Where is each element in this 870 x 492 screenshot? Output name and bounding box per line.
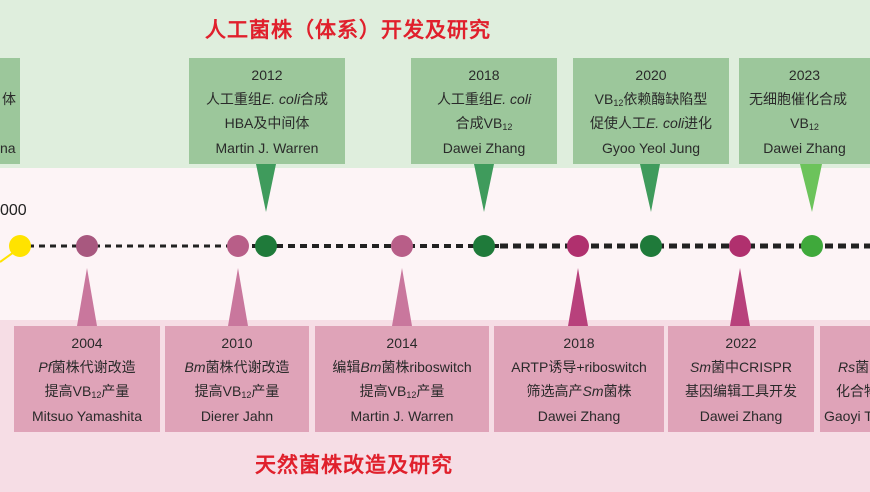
event-box-2014-natural: 2014 编辑Bm菌株riboswitch 提高VB12产量 Martin J.… [315,326,489,432]
event-box-2010-natural: 2010 Bm菌株代谢改造 提高VB12产量 Dierer Jahn [165,326,309,432]
event-author: Dawei Zhang [699,408,783,424]
event-year: 2004 [71,335,103,351]
event-box-2023-artificial: 2023 无细胞催化合成 VB12 Dawei Zhang [739,58,870,164]
event-box-2004-natural: 2004 Pf菌株代谢改造 提高VB12产量 Mitsuo Yamashita [14,326,160,432]
pointer-2023-artificial [800,164,822,212]
event-box-2018-natural: 2018 ARTP诱导+riboswitch 筛选高产Sm菌株 Dawei Zh… [494,326,664,432]
event-author: Dawei Zhang [537,408,621,424]
event-desc-1: 人工重组E. coli [436,91,532,107]
event-box-2018-artificial: 2018 人工重组E. coli 合成VB12 Dawei Zhang [411,58,557,164]
event-box-2020-artificial: 2020 VB12依赖酶缺陷型 促使人工E. coli进化 Gyoo Yeol … [573,58,729,164]
event-year: 2012 [251,67,283,83]
dot-2020 [640,235,662,257]
event-author: Dawei Zhang [763,140,846,156]
event-desc-1: 人工重组E. coli合成 [205,91,329,107]
event-desc-2: 筛选高产Sm菌株 [526,383,632,399]
event-author: Dawei Zhang [442,140,526,156]
event-author: Martin J. Warren [215,140,319,156]
event-year: 2022 [725,335,757,351]
event-desc-2: 提高VB12产量 [194,383,280,400]
pointer-2004-natural [77,268,97,326]
pointer-2014-natural [392,268,412,326]
start-connector [0,251,15,263]
dot-2004 [76,235,98,257]
event-desc-2: 提高VB12产量 [359,383,445,400]
event-desc-1: Pf菌株代谢改造 [38,359,136,375]
event-desc-2: 基因编辑工具开发 [685,383,797,399]
cut-right-text-3: Gaoyi T [824,408,870,424]
event-year: 2010 [221,335,253,351]
event-year: 2018 [563,335,595,351]
event-desc-2: 提高VB12产量 [44,383,130,400]
cut-left-text-1: 体 [2,91,16,107]
event-desc-1: Bm菌株代谢改造 [184,359,290,375]
pointer-2018-artificial [474,164,494,212]
event-author: Martin J. Warren [350,408,454,424]
event-desc-1: VB12依赖酶缺陷型 [594,91,708,108]
pointer-2022-natural [730,268,750,326]
event-desc-2: HBA及中间体 [224,115,310,131]
artificial-section-title: 人工菌株（体系）开发及研究 [205,19,491,42]
event-box-2022-natural: 2022 Sm菌中CRISPR 基因编辑工具开发 Dawei Zhang [668,326,814,432]
dot-2018-artificial [473,235,495,257]
dot-2018-natural [567,235,589,257]
event-desc-1: ARTP诱导+riboswitch [511,359,647,375]
pointer-2018-natural [568,268,588,326]
event-year: 2018 [468,67,500,83]
event-desc-1: 编辑Bm菌株riboswitch [332,359,472,375]
pointer-2010-natural [228,268,248,326]
event-box-2012-artificial: 2012 人工重组E. coli合成 HBA及中间体 Martin J. War… [189,58,345,164]
event-author: Gyoo Yeol Jung [601,140,701,156]
event-year: 2020 [635,67,667,83]
event-year: 2014 [386,335,418,351]
cut-right-text-1: Rs菌 [838,359,870,375]
natural-section-title: 天然菌株改造及研究 [255,454,453,477]
event-author: Mitsuo Yamashita [32,408,142,424]
event-box-cut-left: 体 na [0,58,20,164]
dot-2023 [801,235,823,257]
pointer-2020-artificial [640,164,660,212]
event-author: Dierer Jahn [200,408,274,424]
dot-2010 [227,235,249,257]
event-desc-1: Sm菌中CRISPR [690,359,792,375]
event-box-cut-right: Rs菌 化合物 Gaoyi T [820,326,870,432]
event-desc-2: 促使人工E. coli进化 [589,115,713,131]
event-desc-2: VB12 [790,115,819,132]
dot-2014 [391,235,413,257]
cut-right-text-2: 化合物 [836,383,870,399]
start-marker-dot [9,235,31,257]
cut-left-text-2: na [0,140,16,156]
event-year: 2023 [788,67,821,83]
dot-2022 [729,235,751,257]
pointer-2012-artificial [256,164,276,212]
event-desc-2: 合成VB12 [455,115,513,132]
event-desc-1: 无细胞催化合成 [749,91,847,107]
dot-2012 [255,235,277,257]
year-2000-label: 000 [0,202,27,219]
